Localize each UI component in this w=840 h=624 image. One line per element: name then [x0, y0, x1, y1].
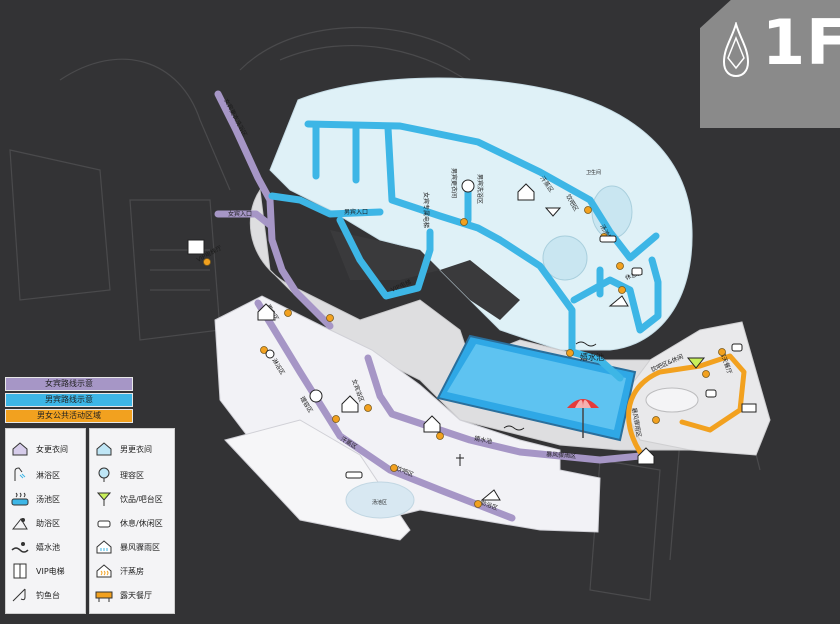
legend-shared-area: 男女公共活动区域	[5, 409, 133, 423]
house-hanger-icon	[341, 395, 359, 413]
legend-label: 饮品/吧台区	[120, 494, 163, 504]
hot-tub-icon	[345, 471, 363, 479]
legend-label: 暴风骤雨区	[120, 542, 160, 552]
legend-label: VIP电梯	[36, 566, 65, 576]
legend-label: 露天餐厅	[120, 590, 152, 600]
swimming-icon	[10, 538, 30, 556]
male-route	[268, 120, 662, 382]
label-swim-f: 嬉水池	[474, 434, 493, 446]
shared-route	[626, 353, 747, 455]
legend-label: 汤池区	[36, 494, 60, 504]
storm-rain-icon	[637, 447, 655, 465]
label-splash-pool: 嬉水池	[580, 352, 604, 362]
legend-item: 助浴区	[10, 513, 60, 533]
label-female-vip: 女宾专属电梯	[422, 192, 430, 228]
legend-item: 汗蒸房	[94, 561, 144, 581]
hot-tub-icon	[599, 235, 617, 243]
facility-legend-left: 女更衣间 淋浴区 汤池区 助浴区 嬉水池 VIP电梯 钓鱼台	[5, 428, 86, 614]
dark-void	[330, 230, 440, 280]
legend-label: 休息/休闲区	[120, 518, 163, 528]
cocktail-icon	[686, 357, 706, 369]
house-hanger-icon	[94, 440, 114, 458]
sauna-icon	[94, 562, 114, 580]
legend-label: 理容区	[120, 470, 144, 480]
storm-rain-icon	[94, 538, 114, 556]
route-legend: 女宾路线示意 男宾路线示意 男女公共活动区域	[5, 377, 133, 425]
label-male-entrance: 男宾入口	[344, 208, 368, 216]
legend-item: 休息/休闲区	[94, 513, 163, 533]
floor-label: 1F	[762, 6, 840, 79]
legend-item: 理容区	[94, 465, 144, 485]
female-pool	[345, 481, 415, 519]
lounge-icon	[94, 514, 114, 532]
elevator-icon	[187, 239, 205, 255]
scrub-bath-icon	[480, 489, 501, 501]
swimming-icon	[575, 341, 597, 347]
legend-item: 暴风骤雨区	[94, 537, 160, 557]
floor-badge: 1F	[700, 0, 840, 128]
legend-label: 钓鱼台	[36, 590, 60, 600]
lounge-icon	[631, 267, 643, 276]
legend-item: 汤池区	[10, 489, 60, 509]
male-zone	[269, 77, 693, 351]
legend-female-route: 女宾路线示意	[5, 377, 133, 391]
legend-item: 淋浴区	[10, 465, 60, 485]
shower-icon	[10, 466, 30, 484]
legend-item: 露天餐厅	[94, 585, 152, 605]
shield-logo-icon	[722, 22, 750, 78]
elevator-icon	[10, 562, 30, 580]
label-toilet: 卫生间	[586, 169, 601, 176]
house-hanger-icon	[257, 303, 275, 321]
pool-water	[447, 344, 626, 430]
legend-label: 嬉水池	[36, 542, 60, 552]
swimming-icon	[503, 425, 525, 431]
fishing-icon	[10, 586, 30, 604]
legend-label: 男更衣间	[120, 444, 152, 454]
legend-item: 女更衣间	[10, 439, 68, 459]
mirror-icon	[309, 389, 323, 403]
scrub-bath-icon	[608, 295, 629, 307]
scrub-bath-icon	[10, 514, 30, 532]
label-storm: 暴风骤雨区	[546, 450, 577, 460]
legend-label: 淋浴区	[36, 470, 60, 480]
outdoor-dining-icon	[741, 403, 757, 413]
legend-item: 饮品/吧台区	[94, 489, 163, 509]
shower-icon	[265, 349, 275, 359]
cocktail-icon	[94, 490, 114, 508]
cocktail-icon	[544, 207, 562, 217]
male-hot-pool-2	[542, 235, 588, 281]
facility-legend-right: 男更衣间 理容区 饮品/吧台区 休息/休闲区 暴风骤雨区 汗蒸房 露天餐厅	[89, 428, 175, 614]
lounge-icon	[705, 389, 717, 398]
label-male-changing: 男宾更衣间	[450, 168, 458, 198]
hot-tub-icon	[10, 490, 30, 508]
house-hanger-icon	[10, 440, 30, 458]
house-hanger-icon	[423, 415, 441, 433]
mirror-icon	[94, 466, 114, 484]
map-icons	[187, 179, 757, 501]
legend-label: 汗蒸房	[120, 566, 144, 576]
legend-label: 助浴区	[36, 518, 60, 528]
house-hanger-icon	[517, 183, 535, 201]
legend-item: 钓鱼台	[10, 585, 60, 605]
lounge-icon	[731, 343, 743, 352]
label-male-bath: 男宾洗浴区	[476, 174, 484, 204]
female-route	[214, 90, 644, 522]
mirror-icon	[461, 179, 475, 193]
umbrella-icon	[567, 399, 599, 438]
person-icon	[456, 454, 464, 466]
outdoor-dining-icon	[94, 586, 114, 604]
label-pool-bottom: 汤池区	[372, 499, 387, 506]
dark-void	[440, 260, 520, 320]
label-female-entrance: 女宾入口	[228, 210, 252, 218]
legend-item: VIP电梯	[10, 561, 65, 581]
outdoor-platform	[645, 387, 699, 413]
legend-male-route: 男宾路线示意	[5, 393, 133, 407]
legend-label: 女更衣间	[36, 444, 68, 454]
legend-item: 嬉水池	[10, 537, 60, 557]
legend-item: 男更衣间	[94, 439, 152, 459]
